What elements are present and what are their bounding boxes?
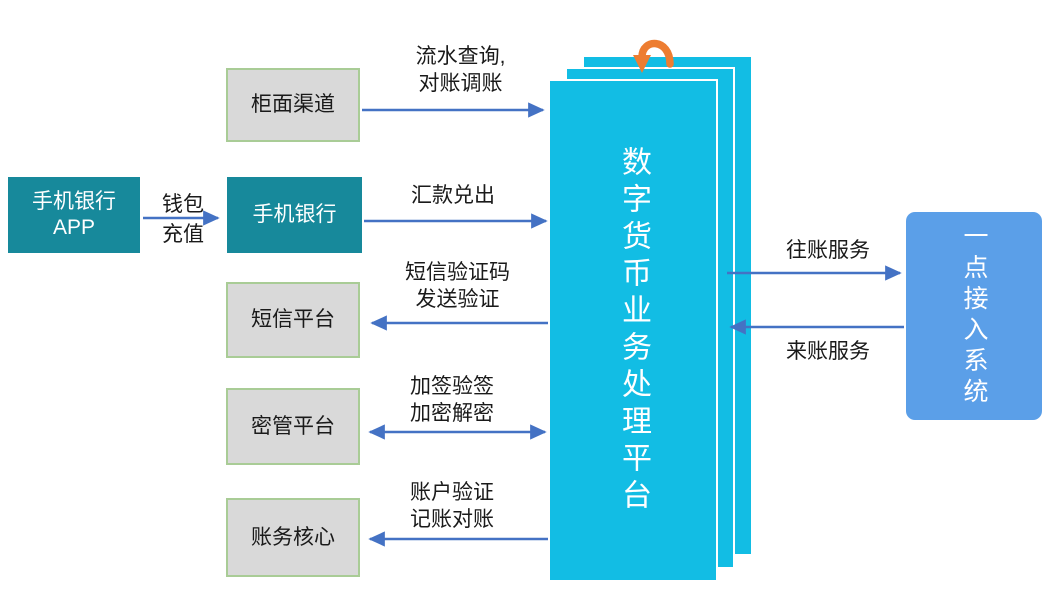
node-mobile-banking-label: 手机银行 <box>252 203 337 226</box>
node-key-mgmt-platform-label: 密管平台 <box>251 414 335 438</box>
edge-label-remittance: 汇款兑出 <box>383 182 523 209</box>
edge-label-sign-line2: 加密解密 <box>410 402 494 425</box>
node-mobile-app-label-line1: 手机银行 <box>32 190 116 213</box>
edge-label-remittance-text: 汇款兑出 <box>411 184 495 207</box>
edge-label-sms-verification: 短信验证码 发送验证 <box>385 259 530 313</box>
edge-label-sms-line2: 发送验证 <box>415 288 500 311</box>
edge-label-sign-line1: 加签验签 <box>410 375 494 398</box>
edge-label-account-line2: 记账对账 <box>410 508 494 531</box>
node-mobile-app-label-line2: APP <box>52 216 96 239</box>
node-key-mgmt-platform-box: 密管平台 <box>226 388 360 465</box>
edge-label-outgoing-service: 往账服务 <box>758 237 898 264</box>
node-mobile-app-box: 手机银行 APP <box>8 177 140 253</box>
node-counter-channel-label: 柜面渠道 <box>251 93 335 116</box>
edge-label-incoming-text: 来账服务 <box>786 340 870 363</box>
edge-label-outgoing-text: 往账服务 <box>786 239 870 262</box>
edge-label-sign-encrypt: 加签验签 加密解密 <box>382 373 522 427</box>
platform-stack-front <box>548 79 718 582</box>
edge-label-wallet-topup: 钱包 充值 <box>144 191 222 248</box>
node-access-system-label: 一点接入系统 <box>960 223 988 409</box>
node-counter-channel-box: 柜面渠道 <box>226 68 360 142</box>
edge-label-counter-line1: 流水查询, <box>415 45 506 68</box>
node-sms-platform-box: 短信平台 <box>226 282 360 358</box>
platform-title: 数字货币业务处理平台 <box>617 145 650 516</box>
node-access-system-box: 一点接入系统 <box>906 212 1042 420</box>
edge-label-wallet-topup-line2: 充值 <box>162 223 204 246</box>
edge-label-account-verify: 账户验证 记账对账 <box>382 479 522 533</box>
edge-label-counter-line2: 对账调账 <box>418 72 503 95</box>
edge-label-counter-to-platform: 流水查询, 对账调账 <box>388 43 533 97</box>
edge-label-account-line1: 账户验证 <box>410 481 494 504</box>
node-sms-platform-label: 短信平台 <box>251 308 335 331</box>
edge-label-incoming-service: 来账服务 <box>758 338 898 365</box>
edge-label-wallet-topup-line1: 钱包 <box>162 193 204 216</box>
loop-arrow-icon <box>633 39 674 73</box>
edge-label-sms-line1: 短信验证码 <box>405 261 510 284</box>
node-mobile-banking-box: 手机银行 <box>227 177 362 253</box>
node-accounting-core-label: 账务核心 <box>251 525 335 549</box>
node-accounting-core-box: 账务核心 <box>226 498 360 577</box>
